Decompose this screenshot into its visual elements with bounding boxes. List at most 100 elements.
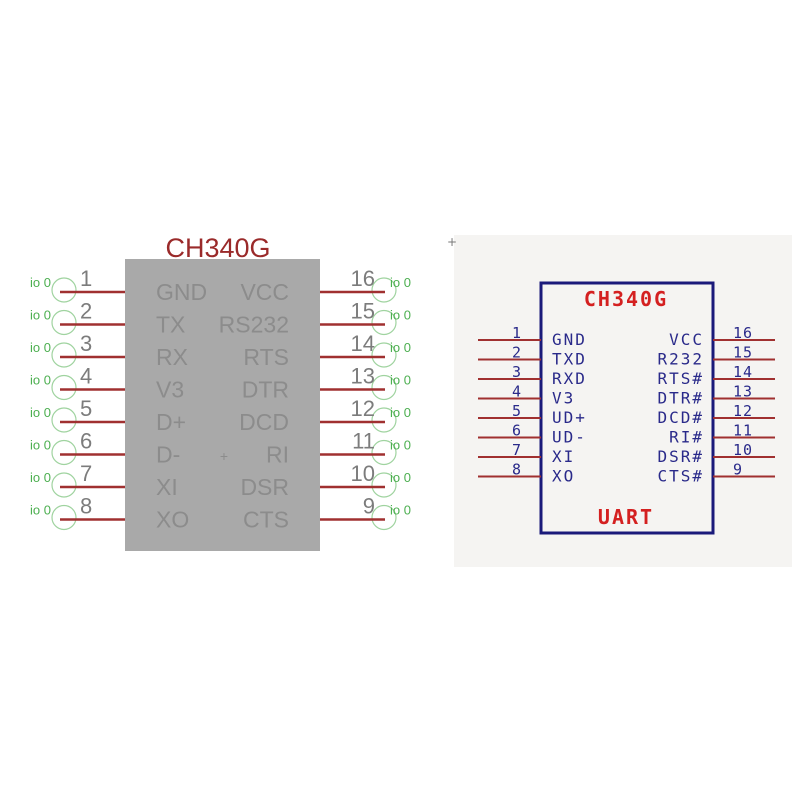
pin-name: RI	[266, 442, 289, 468]
pin-name: UD-	[552, 428, 587, 447]
pin-number: 8	[512, 461, 522, 479]
io-label: io 0	[390, 340, 411, 355]
pin-number: 14	[733, 363, 753, 381]
pin-number: 1	[512, 324, 522, 342]
io-label: io 0	[30, 470, 51, 485]
ic-outline	[539, 281, 715, 535]
pin-6: 6 UD-	[478, 422, 587, 447]
pin-name: CTS#	[657, 467, 704, 486]
io-label: io 0	[390, 438, 411, 453]
ic-subtitle: UART	[598, 505, 654, 529]
pin-connector-circle	[51, 277, 77, 303]
pin-number: 1	[80, 266, 92, 291]
ic-body	[125, 259, 320, 551]
pin-number: 6	[512, 422, 522, 440]
pin-name: RX	[156, 344, 188, 370]
pin-name: UD+	[552, 408, 587, 427]
pin-number: 4	[512, 383, 522, 401]
pin-name: RTS	[243, 344, 289, 370]
io-label: io 0	[390, 275, 411, 290]
pin-connector-circle	[371, 374, 397, 401]
pin-number: 8	[80, 494, 92, 519]
pin-number: 10	[733, 441, 753, 459]
pin-number: 10	[351, 461, 375, 486]
pin-14: 14 RTS#	[657, 363, 775, 388]
io-label: io 0	[30, 405, 51, 420]
pin-number: 13	[733, 383, 753, 401]
pin-name: TX	[156, 312, 185, 338]
pin-7: 7 XI	[478, 441, 575, 466]
pin-connector-circle	[371, 504, 397, 531]
pin-2: io 0 2TX	[30, 299, 185, 338]
pin-number: 4	[80, 364, 92, 389]
pin-name: D+	[156, 409, 186, 435]
pin-name: GND	[156, 279, 207, 305]
io-label: io 0	[30, 275, 51, 290]
pin-connector-circle	[51, 504, 77, 531]
ic-title: CH340G	[584, 287, 668, 311]
pin-number: 15	[733, 344, 753, 362]
pin-number: 9	[733, 461, 743, 479]
pin-number: 15	[351, 299, 375, 324]
io-label: io 0	[30, 503, 51, 518]
pin-name: XI	[552, 447, 575, 466]
pin-connector-circle	[371, 472, 397, 498]
pin-4: 4 V3	[478, 383, 575, 408]
pin-number: 2	[80, 299, 92, 324]
io-label: io 0	[390, 308, 411, 323]
pin-name: XO	[552, 467, 575, 486]
io-label: io 0	[390, 503, 411, 518]
panel-background	[454, 235, 792, 567]
pin-name: XO	[156, 507, 189, 533]
pin-number: 5	[80, 396, 92, 421]
pin-connector-circle	[371, 407, 397, 433]
pin-number: 7	[80, 461, 92, 486]
pin-connector-circle	[371, 439, 397, 466]
pin-number: 6	[80, 429, 92, 454]
pin-5: io 0 5D+	[30, 396, 186, 435]
pin-number: 7	[512, 441, 522, 459]
pin-number: 16	[733, 324, 753, 342]
pin-number: 12	[351, 396, 375, 421]
pin-connector-circle	[371, 277, 397, 303]
io-label: io 0	[30, 308, 51, 323]
pin-name: TXD	[552, 350, 587, 369]
pin-number: 16	[351, 266, 375, 291]
corner-mark: +	[447, 235, 457, 249]
pin-name: CTS	[243, 507, 289, 533]
pin-connector-circle	[51, 472, 77, 498]
pin-name: RTS#	[657, 369, 704, 388]
pin-name: V3	[156, 377, 184, 403]
pin-9: 9 CTS#	[657, 461, 775, 486]
pin-connector-circle	[51, 342, 77, 368]
pin-connector-circle	[51, 407, 77, 433]
pin-name: V3	[552, 389, 575, 408]
pin-number: 11	[352, 429, 375, 454]
pin-connector-circle	[51, 374, 77, 401]
pin-name: RS232	[219, 312, 289, 338]
pin-8: io 0 8XO	[30, 494, 189, 533]
pin-number: 3	[512, 363, 522, 381]
pin-number: 12	[733, 402, 753, 420]
pin-name: DTR	[242, 377, 289, 403]
pin-name: DTR#	[657, 389, 704, 408]
pin-name: RI#	[669, 428, 704, 447]
